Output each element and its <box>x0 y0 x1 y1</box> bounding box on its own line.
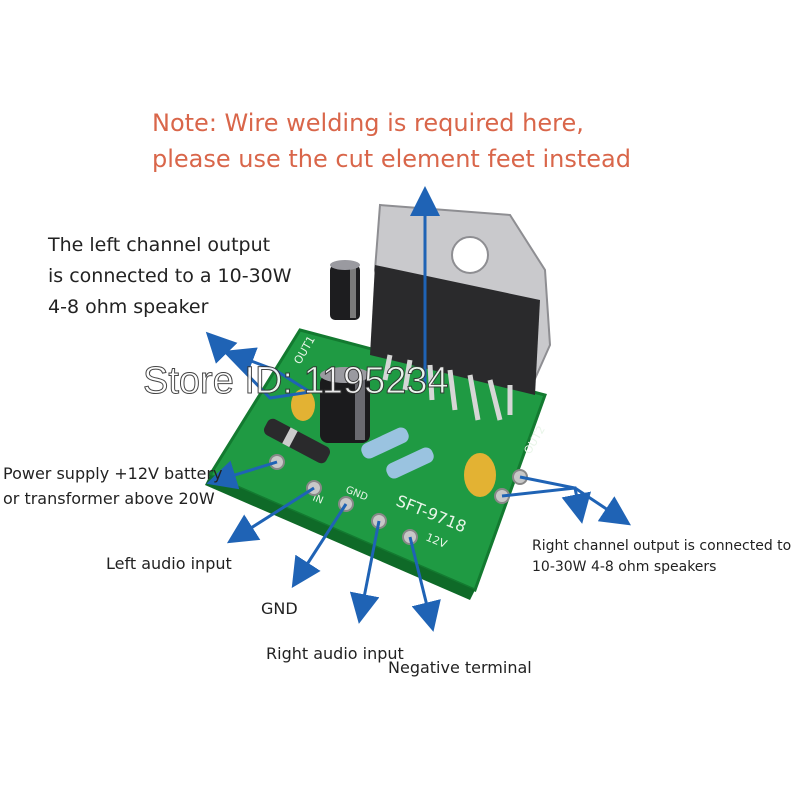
welding-note: Note: Wire welding is required here, ple… <box>152 105 631 177</box>
ceramic-capacitor-right <box>464 453 496 497</box>
power-supply-label: Power supply +12V battery or transformer… <box>3 461 222 511</box>
right-audio-input-label: Right audio input <box>266 644 404 663</box>
callout-arrows <box>205 186 631 632</box>
left-output-line3: 4-8 ohm speaker <box>48 296 209 318</box>
left-output-line2: is connected to a 10-30W <box>48 265 292 287</box>
amplifier-ic <box>370 203 552 421</box>
right-output-line2: 10-30W 4-8 ohm speakers <box>532 559 717 575</box>
diode <box>263 418 331 464</box>
power-line1: Power supply +12V battery <box>3 464 223 483</box>
left-output-line1: The left channel output <box>48 234 271 256</box>
store-watermark: Store ID: 1195234 <box>143 360 450 403</box>
negative-terminal-label: Negative terminal <box>388 658 532 677</box>
gnd-label: GND <box>261 599 298 618</box>
right-channel-output-label: Right channel output is connected to 10-… <box>532 536 791 578</box>
right-output-line1: Right channel output is connected to <box>532 538 792 554</box>
ceramic-capacitor-left <box>291 389 315 421</box>
electrolytic-capacitor <box>330 260 360 320</box>
welding-note-line2: please use the cut element feet instead <box>152 145 631 173</box>
power-line2: or transformer above 20W <box>3 489 215 508</box>
left-channel-output-label: The left channel output is connected to … <box>48 230 292 323</box>
left-audio-input-label: Left audio input <box>106 554 232 573</box>
resistors <box>361 427 434 479</box>
welding-note-line1: Note: Wire welding is required here, <box>152 109 584 137</box>
large-capacitor <box>320 367 370 443</box>
board-in-label: IN <box>311 493 325 507</box>
